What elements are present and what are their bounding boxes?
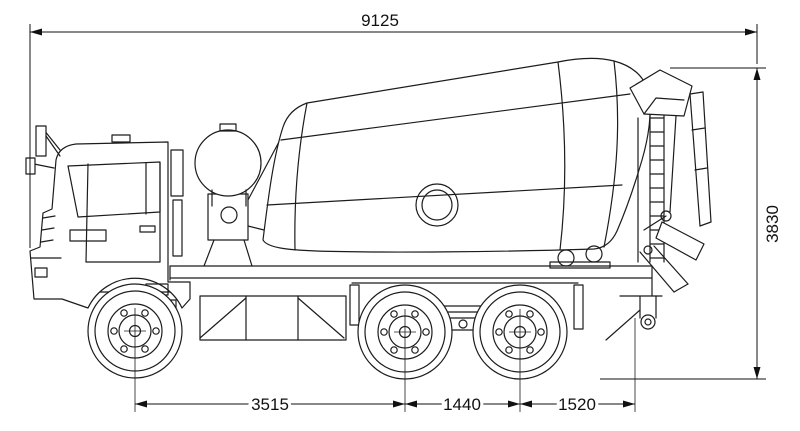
- drum-manhole: [415, 183, 459, 227]
- cab-body: [29, 141, 191, 309]
- stored-chute-sections: [669, 91, 712, 227]
- discharge-chute: [639, 210, 705, 293]
- dimension-overall-length: 9125: [29, 11, 758, 248]
- rear-overhang-label: 1520: [558, 395, 596, 414]
- wheelbase-label: 3515: [251, 395, 289, 414]
- front-mudflap: [349, 284, 360, 326]
- underframe-truss: [199, 295, 347, 341]
- overall-length-label: 9125: [361, 11, 399, 30]
- mixer-drum: [247, 57, 651, 269]
- cab: [25, 125, 191, 312]
- air-intake-snorkel: [170, 149, 184, 197]
- water-tank: [194, 129, 262, 197]
- behind-cab-equipment: [170, 123, 262, 267]
- rear-mudflap: [573, 284, 584, 330]
- cab-badge: [69, 229, 107, 242]
- drum-roller: [557, 249, 575, 267]
- rear-equipment: [629, 69, 712, 293]
- dimension-overall-height: 3830: [600, 67, 782, 380]
- overall-height-label: 3830: [763, 205, 782, 243]
- tandem-spacing-label: 1440: [443, 395, 481, 414]
- drum-body: [262, 57, 651, 253]
- dimension-axle-spacings: 3515 1440 1520: [124, 308, 636, 417]
- fog-light: [34, 267, 48, 278]
- roof-marker: [111, 134, 131, 143]
- rear-hitch: [605, 295, 663, 341]
- drum-drive-gearbox: [207, 193, 249, 241]
- charging-hopper: [629, 69, 693, 117]
- door-handle: [139, 225, 156, 233]
